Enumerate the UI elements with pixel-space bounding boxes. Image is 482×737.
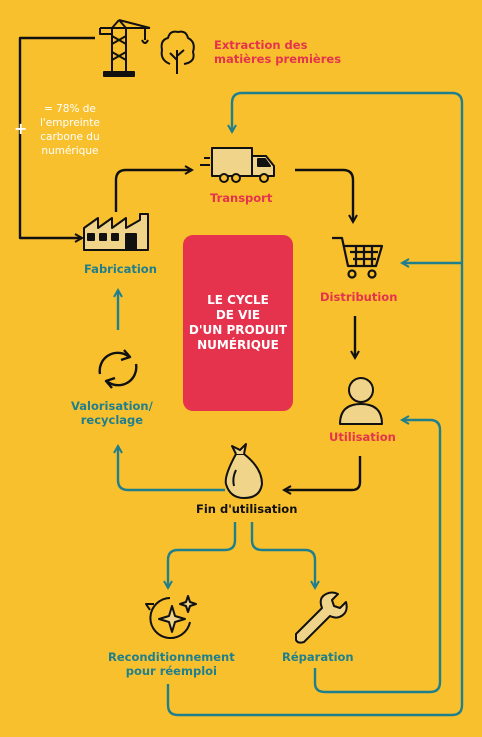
label-distribution: Distribution — [320, 290, 398, 304]
arrow-fabrication-to-transport — [114, 170, 192, 212]
center-title-box: LE CYCLE DE VIE D'UN PRODUIT NUMÉRIQUE — [183, 235, 293, 411]
label-fin-utilisation: Fin d'utilisation — [196, 502, 298, 516]
arrow-transport-to-distribution — [295, 168, 353, 222]
arrow-fin-to-valorisation — [118, 446, 225, 492]
label-reparation: Réparation — [282, 650, 354, 664]
label-valorisation: Valorisation/ recyclage — [71, 399, 153, 427]
plus-sign: + — [14, 119, 28, 138]
arrow-extraction-to-fabrication — [18, 36, 95, 238]
truck-icon — [200, 147, 275, 183]
center-title: LE CYCLE DE VIE D'UN PRODUIT NUMÉRIQUE — [188, 293, 288, 352]
cart-icon — [332, 236, 384, 279]
sparkle-icon — [145, 595, 197, 639]
arrow-utilisation-to-fin — [284, 456, 362, 490]
wrench-icon — [295, 591, 348, 644]
carbon-footprint-note: = 78% de l'empreinte carbone du numériqu… — [40, 103, 100, 157]
label-extraction: Extraction des matières premières — [214, 38, 342, 66]
tree-icon — [160, 30, 195, 74]
arrow-fin-to-reconditionnement — [168, 522, 237, 588]
garbage-bag-icon — [224, 443, 263, 499]
label-utilisation: Utilisation — [329, 430, 396, 444]
label-transport: Transport — [210, 191, 273, 205]
factory-icon — [83, 213, 149, 251]
crane-icon — [99, 19, 151, 77]
arrow-fin-to-reparation — [250, 522, 315, 588]
person-icon — [339, 377, 383, 425]
arrow-reconditionnement-loop — [166, 91, 464, 717]
recycle-icon — [98, 349, 138, 389]
label-reconditionnement: Reconditionnement pour réemploi — [108, 650, 235, 678]
label-fabrication: Fabrication — [84, 262, 157, 276]
arrow-reparation-to-utilisation — [313, 420, 442, 694]
